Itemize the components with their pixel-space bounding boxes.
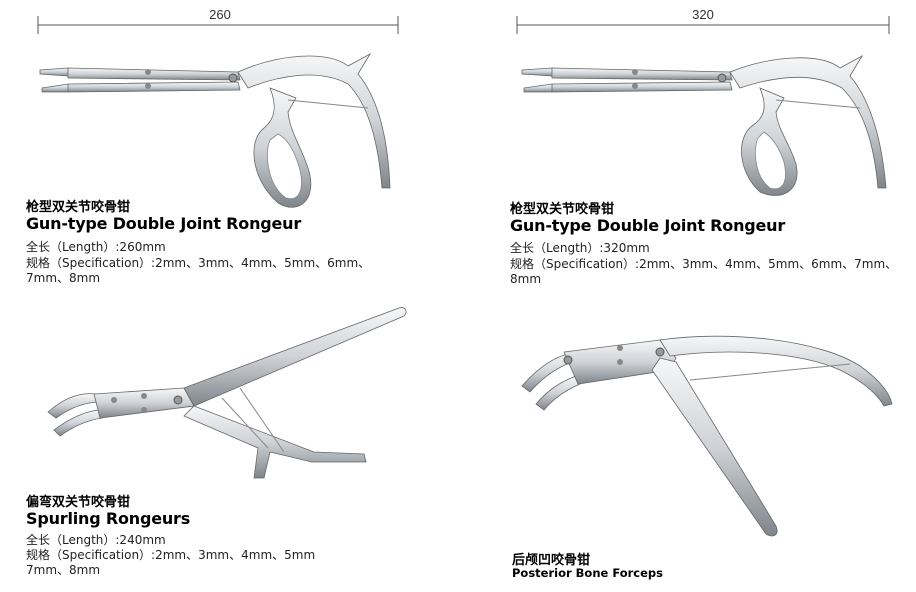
product-spec-line2: 7mm、8mm <box>26 271 101 285</box>
gun-rongeur-image-320 <box>521 54 887 196</box>
product-name-cn: 偏弯双关节咬骨钳 <box>26 495 131 510</box>
dimension-line-260 <box>37 16 399 34</box>
product-spec-line1: 规格（Specification）:2mm、3mm、4mm、5mm、6mm、 <box>26 256 371 270</box>
product-name-cn: 后颅凹咬骨钳 <box>512 553 591 568</box>
spurling-rongeur-image <box>47 307 407 479</box>
product-name-en: Gun-type Double Joint Rongeur <box>26 214 302 233</box>
product-name-en: Posterior Bone Forceps <box>512 566 663 580</box>
product-name-cn: 枪型双关节咬骨钳 <box>26 200 131 215</box>
posterior-forceps-image <box>521 335 893 537</box>
product-name-cn: 枪型双关节咬骨钳 <box>510 202 615 217</box>
gun-rongeur-image-260 <box>39 52 391 208</box>
dimension-label-320: 320 <box>692 7 714 22</box>
product-spec-line2: 8mm <box>510 272 542 286</box>
product-spec-line2: 7mm、8mm <box>26 563 101 577</box>
product-length: 全长（Length）:260mm <box>26 240 166 254</box>
product-length: 全长（Length）:320mm <box>510 241 650 255</box>
dimension-label-260: 260 <box>209 7 231 22</box>
product-spec-line1: 规格（Specification）:2mm、3mm、4mm、5mm <box>26 548 316 562</box>
product-name-en: Spurling Rongeurs <box>26 509 191 528</box>
dimension-line-320 <box>516 16 890 34</box>
product-length: 全长（Length）:240mm <box>26 533 166 547</box>
product-name-en: Gun-type Double Joint Rongeur <box>510 216 786 235</box>
product-spec-line1: 规格（Specification）:2mm、3mm、4mm、5mm、6mm、7m… <box>510 257 898 271</box>
